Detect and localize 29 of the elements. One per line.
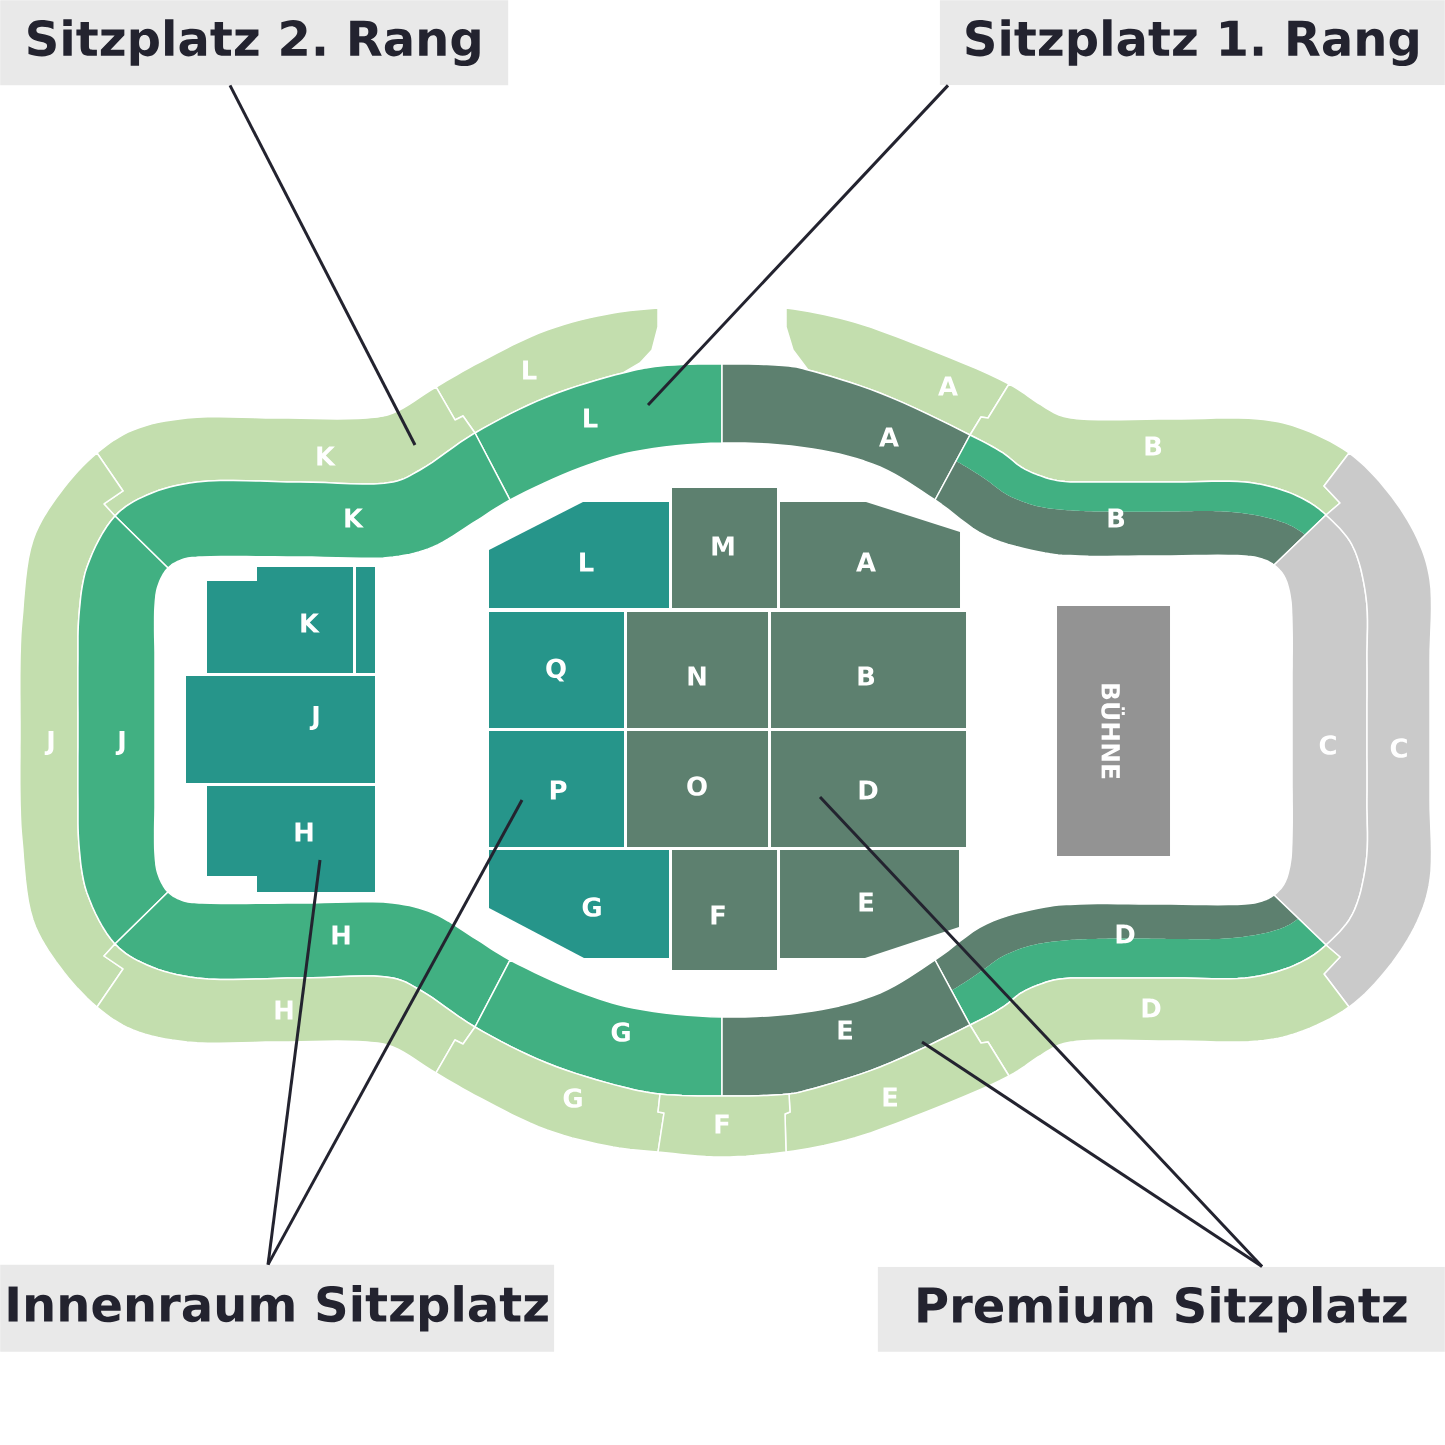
seating-section: G xyxy=(489,850,669,958)
leader-line xyxy=(266,859,322,1265)
seating-section: O xyxy=(627,731,768,847)
seating-section: J xyxy=(77,515,169,945)
seating-section: N xyxy=(627,612,768,728)
label-box: Innenraum Sitzplatz xyxy=(0,1264,555,1352)
seating-section: L xyxy=(489,502,669,608)
seating-section: P xyxy=(489,731,624,847)
seating-section: Q xyxy=(489,612,624,728)
seating-section: B xyxy=(771,612,966,728)
stage: BÜHNE xyxy=(1057,606,1170,856)
seating-section: F xyxy=(657,1093,791,1158)
leader-line xyxy=(266,799,524,1266)
label-box: Sitzplatz 1. Rang xyxy=(939,0,1445,86)
seating-section: D xyxy=(969,944,1350,1077)
leader-line xyxy=(228,84,417,446)
label-box: Sitzplatz 2. Rang xyxy=(0,0,509,86)
seating-section: E xyxy=(780,850,959,958)
label-box: Premium Sitzplatz xyxy=(877,1266,1445,1352)
seating-section: J xyxy=(186,676,375,783)
seating-section: H xyxy=(207,786,375,892)
leader-line xyxy=(921,1040,1263,1268)
seating-section xyxy=(356,567,375,673)
seating-section: F xyxy=(672,850,777,970)
seating-section: K xyxy=(207,567,353,673)
seating-section: A xyxy=(780,502,960,608)
leader-line xyxy=(646,84,950,406)
seating-section: M xyxy=(672,488,777,608)
seating-section: D xyxy=(771,731,966,847)
